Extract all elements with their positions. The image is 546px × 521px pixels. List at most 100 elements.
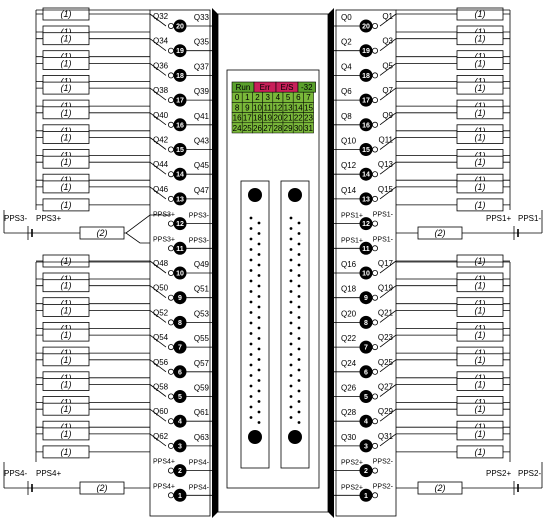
module-connector-left-pin bbox=[249, 395, 253, 398]
module-connector-right-pin bbox=[289, 237, 293, 241]
right-load-resistor-label: (1) bbox=[475, 281, 486, 291]
right-pin-5: 5 bbox=[359, 390, 373, 403]
left-load-resistor-body bbox=[42, 57, 90, 70]
right-pin-16-number: 16 bbox=[362, 122, 370, 129]
right-load-resistor: (1) bbox=[456, 254, 504, 268]
right-load-resistor-label: (1) bbox=[475, 182, 486, 192]
right-terminal-screw bbox=[371, 245, 378, 252]
module-left-edge bbox=[212, 8, 218, 518]
right-terminal-screw bbox=[371, 418, 378, 425]
status-led-label: 13 bbox=[284, 103, 293, 112]
right-load-resistor-label: (1) bbox=[475, 175, 486, 185]
left-load-resistor-label: (1) bbox=[61, 52, 72, 62]
right-terminal-label-b: Q7 bbox=[382, 86, 393, 95]
left-pin-17-disc bbox=[173, 93, 187, 107]
right-load-resistor: (1) bbox=[456, 427, 504, 441]
left-pin-8-number: 8 bbox=[178, 320, 182, 327]
left-load-resistor-label: (1) bbox=[61, 355, 72, 365]
right-pin-11-number: 11 bbox=[362, 246, 370, 253]
right-pps2-plus-label: PPS2+ bbox=[486, 469, 511, 478]
left-load-resistor-body bbox=[42, 106, 90, 120]
right-load-resistor-label: (1) bbox=[475, 157, 486, 167]
module-connector-right-pin bbox=[297, 263, 301, 267]
left-terminal-screw bbox=[167, 195, 174, 202]
left-load-resistor-label: (1) bbox=[61, 157, 72, 167]
left-load-resistor: (1) bbox=[42, 155, 90, 169]
status-led-label: 10 bbox=[253, 103, 262, 112]
module-connector-left-pin bbox=[249, 300, 253, 304]
left-pin-2: 2 bbox=[173, 464, 187, 478]
left-load-resistor: (1) bbox=[42, 303, 90, 317]
left-pin-8: 8 bbox=[173, 315, 187, 329]
left-load-link bbox=[149, 359, 167, 373]
module-connector-right-pin bbox=[297, 421, 301, 424]
module-connector-right-pin bbox=[297, 400, 301, 403]
left-pin-3-disc bbox=[173, 439, 187, 453]
right-load-link bbox=[379, 408, 397, 422]
right-pin-15-number: 15 bbox=[362, 147, 370, 154]
right-load-link bbox=[379, 87, 397, 101]
left-load-resistor-label: (1) bbox=[61, 151, 72, 161]
module-connector-right-pin bbox=[297, 347, 301, 351]
module-connector-right-pin bbox=[289, 248, 293, 251]
left-terminal-label-b: Q53 bbox=[194, 309, 210, 318]
module-connector-left-pin bbox=[249, 342, 253, 346]
right-pin-5-number: 5 bbox=[364, 394, 368, 401]
right-load-resistor-label: (1) bbox=[475, 323, 486, 333]
left-pin-9-disc bbox=[173, 291, 187, 305]
left-load-resistor: (1) bbox=[42, 131, 90, 144]
left-terminal-label-a: Q56 bbox=[153, 358, 169, 367]
left-pin-11: 11 bbox=[173, 241, 187, 255]
right-terminal-screw bbox=[371, 22, 378, 29]
left-pin-5-disc bbox=[173, 390, 187, 403]
right-load-link bbox=[379, 38, 397, 52]
right-load-resistor: (1) bbox=[456, 106, 504, 120]
right-load-resistor-label: (1) bbox=[475, 58, 486, 68]
right-load-resistor-label: (1) bbox=[475, 299, 486, 309]
module-connector-left-pin bbox=[257, 326, 261, 330]
right-load-link bbox=[379, 260, 397, 274]
right-pin-7-number: 7 bbox=[364, 345, 368, 352]
left-pin-9: 9 bbox=[173, 291, 187, 305]
module-connector-right-pin bbox=[297, 389, 301, 393]
left-terminal-label-b: PPS3- bbox=[189, 237, 210, 244]
module-connector-left-pin bbox=[257, 232, 261, 235]
right-load-link bbox=[379, 137, 397, 150]
module-connector-left-pin bbox=[257, 284, 261, 288]
left-load-resistor-body bbox=[42, 353, 90, 367]
module-connector-right-pin bbox=[289, 342, 293, 346]
left-terminal-label-a: Q48 bbox=[153, 259, 169, 268]
right-terminal-block bbox=[335, 9, 397, 517]
left-pin-5-number: 5 bbox=[178, 394, 182, 401]
right-load-link bbox=[379, 112, 397, 126]
left-load-resistor-label: (1) bbox=[61, 101, 72, 111]
right-load-resistor-label: (1) bbox=[475, 404, 486, 414]
right-pps2-resistor-label: (2) bbox=[435, 483, 446, 493]
right-terminal-screw bbox=[371, 171, 378, 178]
right-pps1-resistor: (2) bbox=[417, 226, 463, 240]
module-connector-right-pin bbox=[289, 405, 293, 409]
left-terminal-label-b: Q45 bbox=[194, 161, 210, 170]
left-pin-6-disc bbox=[173, 365, 187, 379]
left-load-resistor-body bbox=[42, 445, 90, 459]
left-load-resistor-label: (1) bbox=[61, 373, 72, 383]
right-pin-3-number: 3 bbox=[364, 443, 368, 450]
left-load-resistor-body bbox=[42, 378, 90, 391]
right-terminal-screw bbox=[371, 220, 378, 227]
right-load-resistor-body bbox=[456, 106, 504, 120]
module-right-edge bbox=[328, 8, 334, 518]
left-pin-13: 13 bbox=[173, 192, 187, 206]
right-load-resistor-body bbox=[456, 32, 504, 46]
left-load-resistor-body bbox=[42, 32, 90, 46]
right-terminal-screw bbox=[371, 97, 378, 104]
left-terminal-screw bbox=[167, 97, 174, 104]
right-pin-14: 14 bbox=[359, 167, 373, 181]
right-terminal-screw bbox=[371, 344, 378, 351]
left-terminal-screw bbox=[167, 22, 174, 29]
left-load-resistor: (1) bbox=[42, 32, 90, 46]
left-load-resistor-body bbox=[42, 279, 90, 293]
left-load-resistor-label: (1) bbox=[61, 34, 72, 44]
right-pin-12-disc bbox=[359, 217, 373, 231]
left-load-resistor-body bbox=[42, 198, 90, 212]
right-pin-19: 19 bbox=[359, 44, 373, 58]
